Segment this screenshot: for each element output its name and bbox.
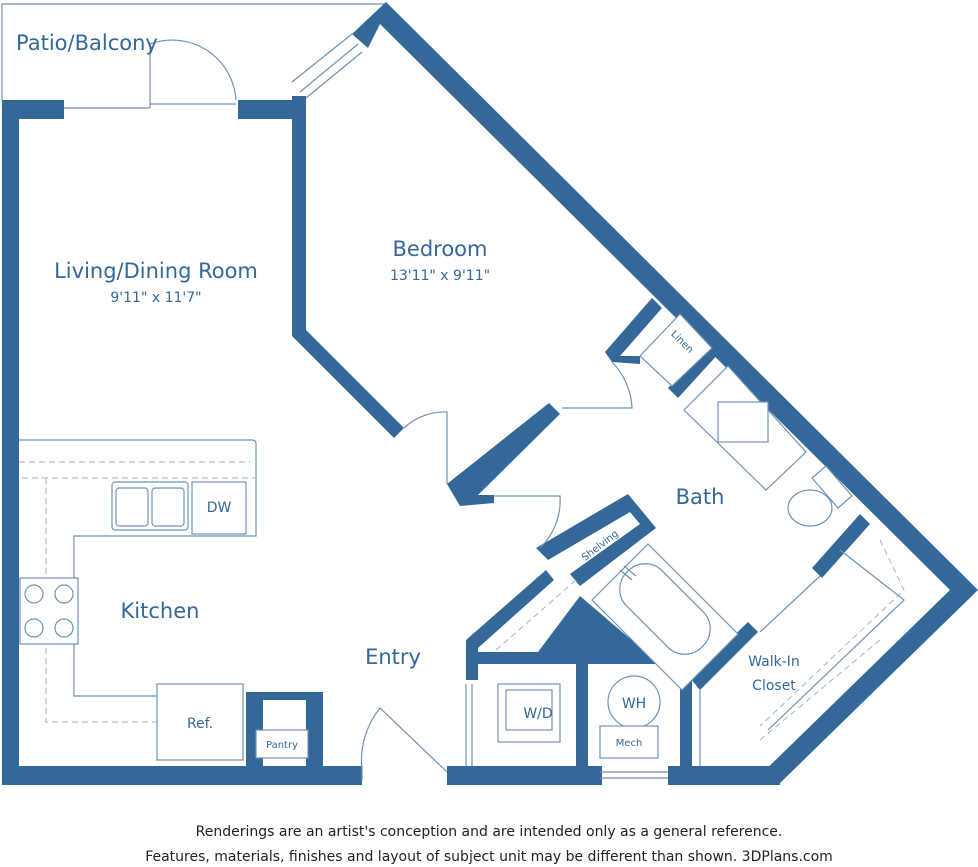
living-room-dims: 9'11" x 11'7" [110,290,201,306]
washer-dryer-label: W/D [523,706,552,722]
wall-pantry-right [306,692,323,766]
patio-door[interactable] [64,39,237,109]
wall-bottom-left [2,766,362,785]
wall-bedroom-lower [447,403,560,506]
burner-3 [24,618,44,638]
mech-label: Mech [616,738,643,749]
kitchen-label: Kitchen [121,599,200,623]
wall-pantry-top [246,692,323,700]
walkin-label-line2: Closet [752,678,796,694]
wall-bedroom-left [292,96,404,438]
hall-shelf-dash [495,579,577,651]
bathtub-basin [619,563,711,655]
bedroom-label: Bedroom [393,237,488,261]
toilet [787,489,833,527]
patio-label: Patio/Balcony [16,31,158,55]
tub-faucet [619,565,637,581]
burner-2 [54,584,74,604]
kitchen-counter-top [19,439,257,697]
kitchen-sink-right [151,487,185,527]
washer-dryer-inner [505,689,553,731]
wall-wd-right [576,652,588,782]
closet-rod [767,549,905,731]
bedroom-patio-window [291,33,363,99]
pantry-label: Pantry [266,740,298,751]
refrigerator [156,683,244,761]
wall-bottom-right [668,766,780,785]
wall-utility-diag [466,570,554,648]
closet-opening [699,575,821,766]
burner-1 [24,584,44,604]
closet-shelf-dash [759,539,905,741]
wall-top-left [2,100,64,119]
wall-closet-upper [812,514,870,578]
disclaimer-line2: Features, materials, finishes and layout… [145,849,833,865]
wall-utility-top [466,652,680,664]
wall-bottom-mid [447,766,602,785]
wall-top-mid [238,100,306,119]
bedroom-door[interactable] [403,411,448,484]
living-room-label: Living/Dining Room [54,259,258,283]
linen-closet [639,313,713,387]
dishwasher [191,481,247,535]
pantry [255,729,309,759]
bath-door[interactable] [494,495,561,549]
bedroom-dims: 13'11" x 9'11" [390,268,490,284]
entry-label: Entry [365,645,421,669]
mech-unit [599,725,659,759]
bath-sink [717,401,769,443]
wall-linen-right [668,344,720,398]
wall-linen-left [605,298,662,364]
wall-left [2,100,19,785]
wall-closet-divider [690,622,758,690]
burner-4 [54,618,74,638]
toilet-tank [811,465,853,509]
wall-shelving [536,494,656,586]
refrigerator-label: Ref. [187,716,213,732]
water-heater-label: WH [622,696,646,712]
kitchen-counter-dash [19,461,250,723]
linen-bath-door[interactable] [562,361,633,409]
walkin-label-line1: Walk-In [748,654,800,670]
wall-mech-right [680,676,692,782]
bath-label: Bath [676,485,725,509]
utility-window [465,684,473,766]
mech-window [600,771,668,779]
dishwasher-label: DW [207,500,232,516]
entry-door[interactable] [360,707,448,780]
wall-utility-triangle [538,596,690,690]
kitchen-sink-left [115,487,149,527]
disclaimer-line1: Renderings are an artist's conception an… [195,824,783,840]
